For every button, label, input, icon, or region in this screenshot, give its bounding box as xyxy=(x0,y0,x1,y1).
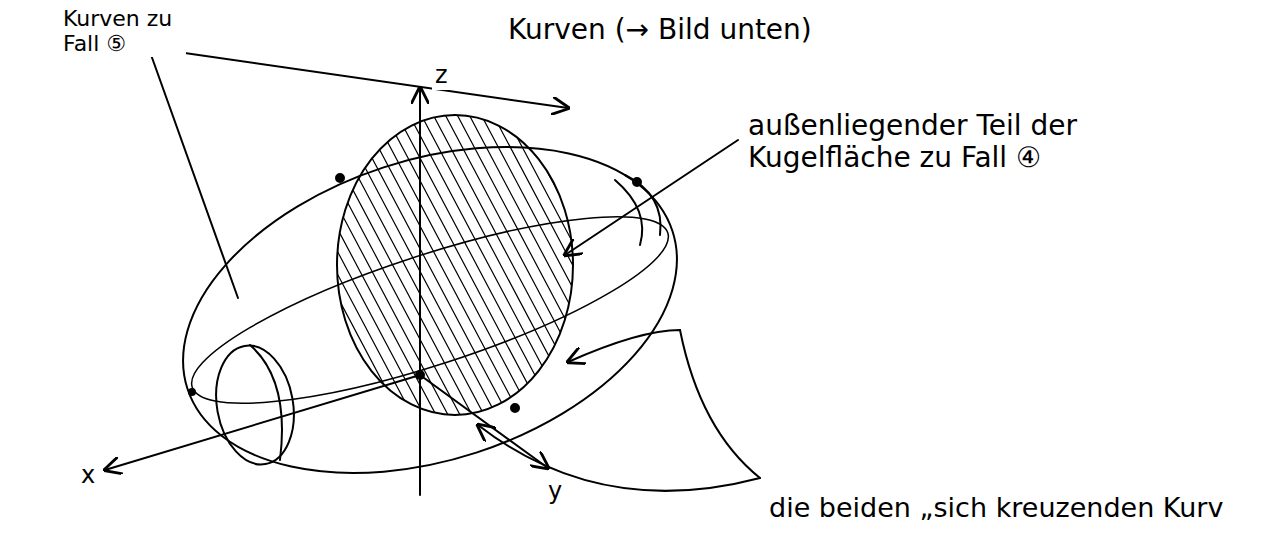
ellipsoid-equator xyxy=(175,180,685,439)
hatch-line xyxy=(60,90,240,430)
ellipsoid-outline xyxy=(141,89,719,532)
hatch-line xyxy=(156,90,336,430)
hatch-line xyxy=(216,90,396,430)
axis-label: z xyxy=(432,62,451,90)
callout-label: die beiden „sich kreuzenden Kurv xyxy=(766,492,1252,523)
hatch-line xyxy=(360,90,540,430)
hatch-line xyxy=(276,90,456,430)
end-curve-left-inner xyxy=(250,345,282,460)
hatch-line xyxy=(576,90,756,430)
hatch-line xyxy=(456,90,636,430)
point xyxy=(633,178,641,186)
point xyxy=(416,371,424,379)
point xyxy=(511,404,519,412)
hatch-line xyxy=(444,90,624,430)
hatch-line xyxy=(504,90,684,430)
leader-line xyxy=(150,52,238,298)
hatch-line xyxy=(528,90,708,430)
hatch-line xyxy=(168,90,348,430)
y-axis xyxy=(420,375,548,468)
hatch-line xyxy=(396,90,576,430)
hatch-line xyxy=(408,90,588,430)
hatch-line xyxy=(420,90,600,430)
hatch-line xyxy=(300,90,480,430)
hatch-line xyxy=(492,90,672,430)
curve-label: Kurven zu Fall ⑤ xyxy=(60,6,186,57)
hatch-line xyxy=(180,90,360,430)
hatch-line xyxy=(96,90,276,430)
hatch-line xyxy=(372,90,552,430)
point xyxy=(336,174,344,182)
hatch-line xyxy=(432,90,612,430)
hatch-line xyxy=(228,90,408,430)
hatch-line xyxy=(312,90,492,430)
hatch-line xyxy=(480,90,660,430)
point xyxy=(189,389,195,395)
hatch-line xyxy=(564,90,744,430)
hatch-line xyxy=(588,90,768,430)
hatch-line xyxy=(384,90,564,430)
axis-label: x xyxy=(78,462,98,490)
callout-label: außenliegender Teil der Kugelfläche zu F… xyxy=(745,110,1221,174)
hatch-line xyxy=(468,90,648,430)
hatch-line xyxy=(516,90,696,430)
hatch-line xyxy=(288,90,468,430)
leader-line xyxy=(150,48,568,108)
end-curve-left xyxy=(207,339,303,470)
leader-line xyxy=(568,330,760,478)
z-axis xyxy=(419,88,421,495)
hatch-line xyxy=(132,90,312,430)
hatch-line xyxy=(324,90,504,430)
end-curve-right xyxy=(615,175,661,245)
hatch-line xyxy=(192,90,372,430)
x-axis xyxy=(105,375,420,470)
curve-label: Kurven (→ Bild unten) xyxy=(505,14,815,46)
leader-line xyxy=(565,140,738,255)
hatch-line xyxy=(84,90,264,430)
leader-line xyxy=(478,425,760,491)
hatch-line xyxy=(204,90,384,430)
hatch-line xyxy=(108,90,288,430)
hatch-line xyxy=(264,90,444,430)
hatch-line xyxy=(552,90,732,430)
hatch-line xyxy=(348,90,528,430)
hatch-line xyxy=(240,90,420,430)
axis-label: y xyxy=(545,478,565,506)
hatch-line xyxy=(144,90,324,430)
